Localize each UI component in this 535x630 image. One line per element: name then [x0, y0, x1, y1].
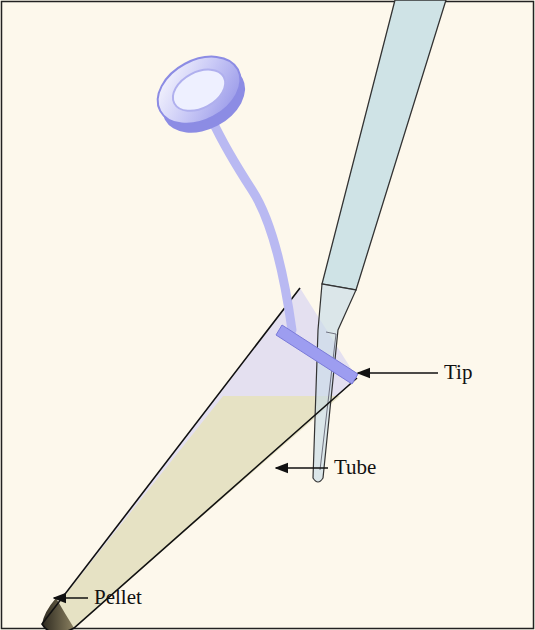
tube-outline [42, 288, 357, 630]
leader-arrow [358, 372, 438, 374]
lid-strap [212, 120, 292, 330]
part-label: Pellet [94, 587, 142, 608]
leader-arrow [54, 597, 88, 599]
part-label: Tube [334, 457, 376, 478]
part-label: Tip [444, 362, 472, 383]
lid-ring [276, 325, 358, 384]
tube-upper [42, 288, 357, 630]
lid [146, 43, 257, 146]
leader-arrow [276, 467, 328, 469]
pipette-shaft [322, 0, 446, 290]
